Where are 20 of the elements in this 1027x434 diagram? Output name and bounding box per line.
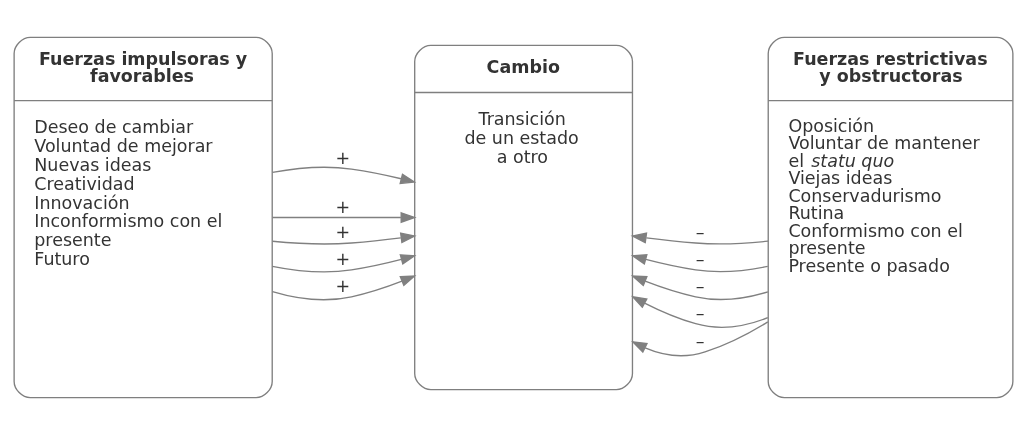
edge-label: + (335, 147, 351, 168)
edge-label: + (335, 196, 351, 217)
arrow (630, 253, 769, 272)
edge-label: + (335, 248, 351, 269)
arrow (271, 274, 417, 300)
edge-label: – (695, 248, 705, 269)
edge-label: – (695, 275, 705, 296)
arrow (631, 320, 769, 356)
edge-label: + (335, 275, 351, 296)
arrow (271, 231, 417, 245)
edge-label: – (695, 221, 705, 242)
arrow (630, 274, 769, 300)
arrow (630, 231, 769, 245)
arrow (630, 295, 769, 328)
arrow (271, 253, 417, 273)
arrow (271, 211, 417, 223)
edge-label: + (335, 221, 351, 242)
edge-label: – (695, 302, 705, 323)
edge-label: – (695, 330, 705, 351)
arrow (271, 166, 417, 184)
